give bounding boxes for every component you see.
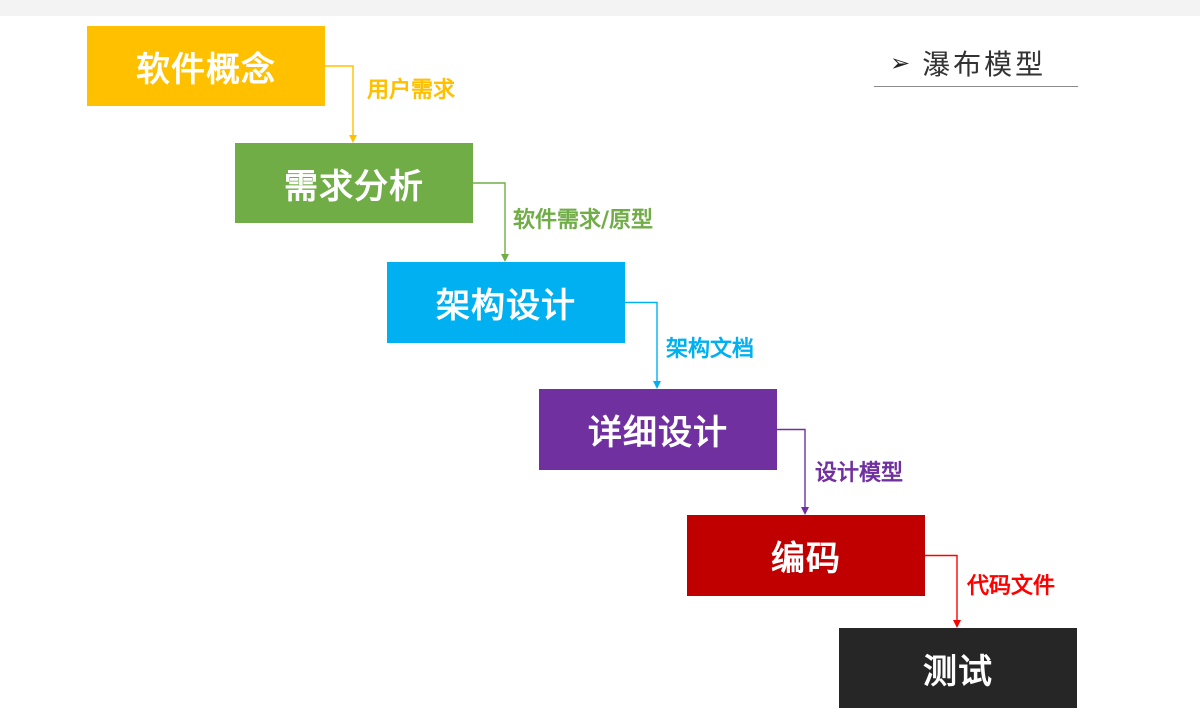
stage-requirements-analysis: 需求分析 (235, 143, 473, 223)
connector-arrowhead-icon (653, 381, 661, 389)
slide-title-text: 瀑布模型 (922, 48, 1047, 81)
connector-arrowhead-icon (349, 135, 357, 143)
connector-label-software-requirements: 软件需求/原型 (513, 208, 654, 233)
connector-arrowhead-icon (501, 254, 509, 262)
connector-label-code-files: 代码文件 (967, 574, 1056, 599)
arrow-bullet-icon: ➢ (890, 49, 911, 77)
slide-title: ➢ 瀑布模型 (874, 40, 1078, 87)
connector-line (925, 554, 958, 621)
top-strip (0, 0, 1200, 16)
stage-detailed-design: 详细设计 (539, 389, 777, 470)
stage-software-concept: 软件概念 (87, 26, 325, 106)
connector-label-architecture-doc: 架构文档 (666, 337, 755, 362)
connector-label-user-requirements: 用户需求 (367, 78, 456, 103)
stage-architecture-design: 架构设计 (387, 262, 625, 343)
connector-line (625, 301, 658, 382)
connector-line (473, 182, 506, 255)
connector-label-design-model: 设计模型 (815, 461, 904, 486)
connector-arrowhead-icon (801, 507, 809, 515)
connector-arrowhead-icon (953, 620, 961, 628)
connector-line (325, 65, 354, 136)
stage-testing: 测试 (839, 628, 1077, 708)
stage-coding: 编码 (687, 515, 925, 596)
connector-line (777, 428, 806, 508)
